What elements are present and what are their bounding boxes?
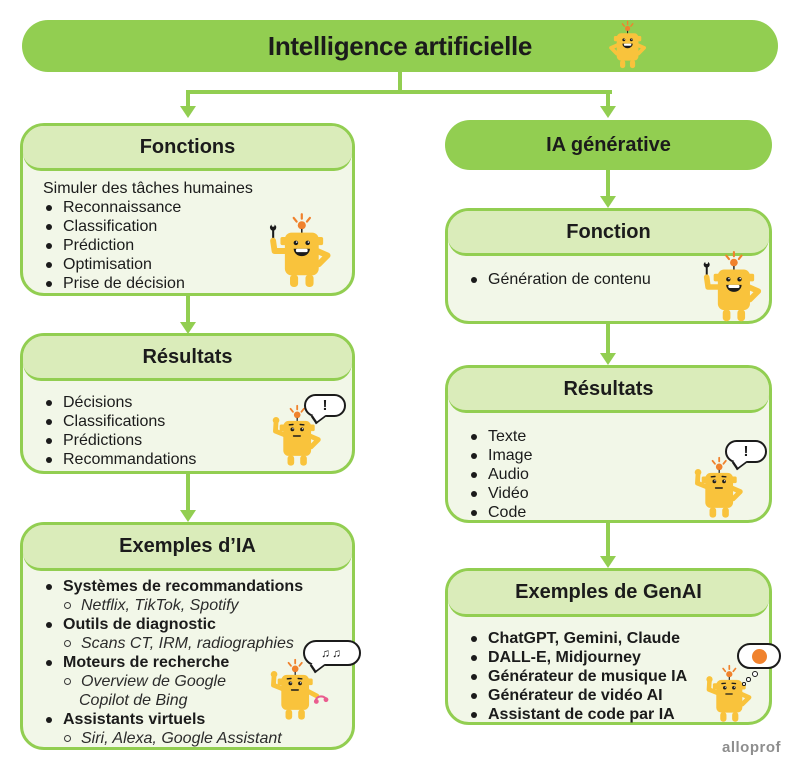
list-item: Moteurs de recherche (39, 653, 340, 672)
list-item: Reconnaissance (39, 198, 340, 217)
music-bubble: ♫♫ (303, 640, 361, 666)
thought-trail-dot-icon (752, 671, 758, 677)
connector-right-drop (606, 90, 610, 108)
root-title: Intelligence artificielle (267, 30, 533, 61)
exclamation-bubble: ! (304, 394, 346, 417)
thought-trail-dot-icon (742, 682, 746, 686)
bubble-text: ♫♫ (321, 646, 343, 660)
list-subitem: Scans CT, IRM, radiographies (39, 634, 340, 653)
node-exemples-genai: Exemples de GenAI ChatGPT, Gemini, Claud… (445, 568, 781, 725)
connector-r0 (606, 170, 610, 198)
list-item: Outils de diagnostic (39, 615, 340, 634)
arrowhead-l1-icon (180, 322, 196, 334)
list-item: Vidéo (464, 484, 757, 503)
list-item: Prédiction (39, 236, 340, 255)
fonction-genai-list: Génération de contenu (464, 270, 757, 289)
connector-root-hbar (186, 90, 612, 94)
arrowhead-r1-icon (600, 353, 616, 365)
list-item: Générateur de musique IA (464, 667, 757, 686)
resultats-ia-list: Décisions Classifications Prédictions Re… (39, 393, 340, 469)
list-subitem: Overview de Google (39, 672, 340, 691)
node-exemples-genai-title: Exemples de GenAI (448, 571, 769, 617)
list-item: Assistants virtuels (39, 710, 340, 729)
bubble-text: ! (743, 443, 749, 460)
exclamation-bubble: ! (725, 440, 767, 463)
list-item: Code (464, 503, 757, 522)
list-item: Image (464, 446, 757, 465)
robot-mascot-wrench-icon (265, 213, 343, 289)
list-item: Prédictions (39, 431, 340, 450)
node-fonction-genai-title: Fonction (448, 211, 769, 256)
connector-r2 (606, 523, 610, 558)
list-item: DALL-E, Midjourney (464, 648, 757, 667)
connector-left-drop (186, 90, 190, 108)
ia-generative-title: IA générative (546, 133, 671, 156)
list-subitem: Netflix, TikTok, Spotify (39, 596, 340, 615)
node-resultats-ia: Résultats Décisions Classifications Préd… (20, 333, 355, 474)
list-item: Prise de décision (39, 274, 340, 293)
connector-r1 (606, 324, 610, 355)
bubble-text: ! (322, 397, 328, 414)
connector-l2 (186, 474, 190, 512)
list-item: Classification (39, 217, 340, 236)
resultats-genai-list: Texte Image Audio Vidéo Code (464, 427, 757, 522)
node-fonction-genai: Fonction Génération de contenu (445, 208, 772, 324)
node-ia-generative: IA générative (445, 120, 772, 170)
arrowhead-r0-icon (600, 196, 616, 208)
list-item: Décisions (39, 393, 340, 412)
list-item: Générateur de vidéo AI (464, 686, 757, 705)
list-item: Assistant de code par IA (464, 705, 757, 724)
connector-root-stem (398, 72, 402, 92)
exemples-ia-list: Systèmes de recommandations Netflix, Tik… (39, 577, 340, 748)
fonctions-intro: Simuler des tâches humaines (43, 180, 253, 197)
list-item: Audio (464, 465, 757, 484)
node-fonctions-title: Fonctions (23, 126, 352, 171)
node-resultats-genai: Résultats Texte Image Audio Vidéo Code ! (445, 365, 772, 523)
exemples-genai-list: ChatGPT, Gemini, Claude DALL-E, Midjourn… (464, 629, 757, 724)
node-exemples-ia-title: Exemples d’IA (23, 525, 352, 571)
thought-bubble (737, 643, 781, 669)
root-node-intelligence-artificielle: Intelligence artificielle (22, 20, 778, 72)
arrowhead-left-icon (180, 106, 196, 118)
node-fonctions: Fonctions Simuler des tâches humaines Re… (20, 123, 355, 296)
list-item: Recommandations (39, 450, 340, 469)
fonctions-list: Reconnaissance Classification Prédiction… (39, 198, 340, 293)
robot-mascot-hips-icon (609, 20, 646, 69)
node-resultats-ia-title: Résultats (23, 336, 352, 381)
connector-l1 (186, 296, 190, 324)
arrowhead-r2-icon (600, 556, 616, 568)
list-subitem: Copilot de Bing (79, 692, 188, 709)
thought-trail-dot-icon (746, 677, 751, 682)
list-item: ChatGPT, Gemini, Claude (464, 629, 757, 648)
list-item: Optimisation (39, 255, 340, 274)
list-item: Génération de contenu (464, 270, 757, 289)
list-subitem: Siri, Alexa, Google Assistant (39, 729, 340, 748)
arrowhead-right-icon (600, 106, 616, 118)
robot-mascot-wrench-icon (699, 251, 773, 323)
node-resultats-genai-title: Résultats (448, 368, 769, 413)
list-item: Texte (464, 427, 757, 446)
list-item: Systèmes de recommandations (39, 577, 340, 596)
list-item: Classifications (39, 412, 340, 431)
arrowhead-l2-icon (180, 510, 196, 522)
alloprof-watermark: alloprof (722, 739, 781, 756)
node-exemples-ia: Exemples d’IA Systèmes de recommandation… (20, 522, 361, 750)
idea-dot-icon (751, 648, 767, 664)
